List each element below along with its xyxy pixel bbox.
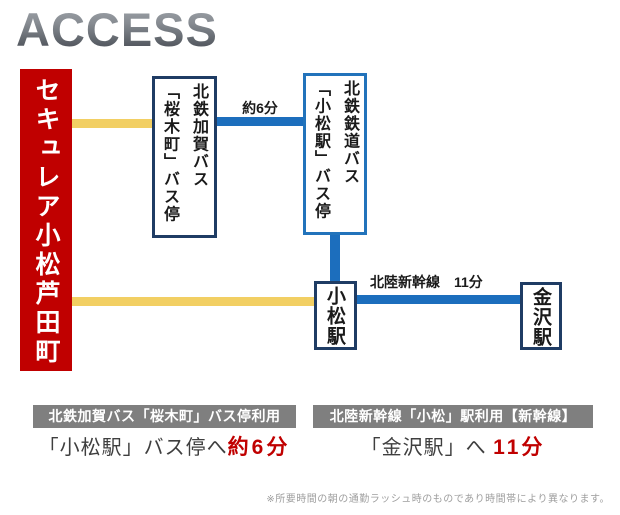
bus-stop-sakuragicho-line1: 北鉄加賀バス [190, 83, 207, 188]
station-kanazawa-box: 金沢駅 [520, 282, 562, 350]
bus-stop-komatsu-line1: 北鉄鉄道バス [341, 80, 358, 185]
station-kanazawa-label: 金沢駅 [530, 287, 551, 347]
summary-body-bus-time: 約6分 [227, 436, 291, 459]
station-komatsu-label: 小松駅 [324, 286, 345, 346]
shinkansen-line [356, 295, 521, 304]
summary-body-shinkansen-time: 11分 [493, 436, 546, 459]
page-title: ACCESS [16, 3, 218, 56]
bus-stop-komatsu-box: 北鉄鉄道バス 「小松駅」バス停 [303, 73, 367, 235]
summary-body-bus-text: 「小松駅」バス停へ [38, 437, 228, 459]
property-name-label: セキュレア小松芦田町 [32, 77, 60, 367]
walk-route-line-bottom [71, 297, 315, 306]
bus-stop-sakuragicho-box: 北鉄加賀バス 「桜木町」バス停 [152, 76, 217, 238]
shinkansen-duration-label: 北陸新幹線 11分 [370, 274, 483, 290]
disclaimer-note: ※所要時間の朝の通勤ラッシュ時のものであり時間帯により異なります。 [266, 494, 610, 505]
bus-duration-label: 約6分 [242, 100, 278, 116]
summary-body-shinkansen: 「金沢駅」へ 11分 [313, 431, 593, 461]
bus-route-line-top [71, 119, 153, 128]
property-name-box: セキュレア小松芦田町 [20, 69, 72, 371]
summary-body-bus: 「小松駅」バス停へ約6分 [33, 431, 296, 461]
station-komatsu-box: 小松駅 [314, 281, 357, 350]
summary-body-shinkansen-text: 「金沢駅」へ [360, 437, 494, 459]
bus-stop-to-station-connector [330, 233, 340, 283]
summary-header-bus: 北鉄加賀バス「桜木町」バス停利用 [33, 405, 296, 428]
bus-ride-line [216, 117, 304, 126]
summary-header-shinkansen: 北陸新幹線「小松」駅利用【新幹線】 [313, 405, 593, 428]
bus-stop-sakuragicho-line2: 「桜木町」バス停 [161, 83, 178, 223]
bus-stop-komatsu-line2: 「小松駅」バス停 [312, 80, 329, 220]
